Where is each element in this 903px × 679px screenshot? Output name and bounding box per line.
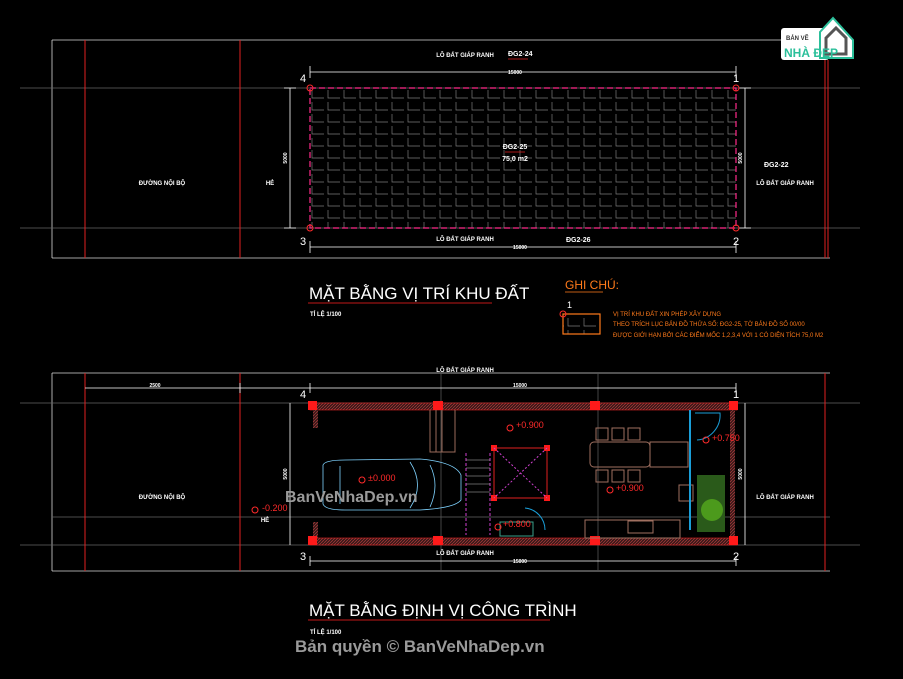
corner-1: 1	[733, 73, 739, 85]
dim-length-top: 15000	[508, 70, 522, 76]
walls	[308, 401, 738, 546]
alley-label-2: HẺ	[261, 517, 269, 524]
bottom-lot-id: ĐG2-26	[566, 237, 591, 244]
car	[322, 458, 462, 511]
corner-2: 2	[733, 236, 739, 248]
notes: GHI CHÚ: 1 VỊ TRÍ KHU ĐẤT XIN PHÉP XÂY D…	[559, 277, 824, 339]
note-line-1: VỊ TRÍ KHU ĐẤT XIN PHÉP XÂY DỰNG	[613, 311, 721, 318]
logo-line2: NHÀ ĐẸP	[784, 45, 838, 60]
legend-box	[562, 313, 601, 335]
notes-marker: 1	[567, 300, 572, 310]
note-line-3: ĐƯỢC GIỚI HẠN BỞI CÁC ĐIỂM MỐC 1,2,3,4 V…	[613, 331, 824, 339]
level-markers	[251, 424, 710, 531]
layout-plan: 2500 15000 15000 5000 5000	[20, 366, 860, 636]
dim-length-top-2: 15000	[513, 383, 527, 389]
logo-line1: BẢN VẼ	[786, 35, 809, 42]
level-garage: ±0.000	[368, 473, 395, 483]
site-plan-title: MẶT BẰNG VỊ TRÍ KHU ĐẤT	[309, 284, 529, 303]
top-lot-id: ĐG2-24	[508, 51, 533, 58]
level-dining: +0.900	[616, 483, 644, 493]
dim-width-right: 5000	[738, 152, 744, 163]
dim-width-left: 5000	[283, 152, 289, 163]
alley-label: HẺ	[266, 180, 274, 187]
dim-width-left-2: 5000	[283, 468, 289, 479]
bottom-neighbor-label: LÔ ĐẤT GIÁP RANH	[436, 235, 494, 243]
dim-length-bottom: 15000	[513, 245, 527, 251]
watermark-center: BanVeNhaDep.vn	[285, 489, 417, 506]
corner-markers	[306, 84, 740, 232]
lot-id: ĐG2-25	[503, 144, 528, 151]
dimension-lines	[284, 66, 751, 253]
corner-3: 3	[300, 236, 306, 248]
logo: BẢN VẼ NHÀ ĐẸP	[781, 16, 854, 60]
tree-icon	[701, 499, 723, 521]
corner-4-b: 4	[300, 389, 306, 401]
right-neighbor-label-2: LÔ ĐẤT GIÁP RANH	[756, 493, 814, 501]
dimension-lines-2	[85, 383, 746, 566]
dim-setback: 2500	[149, 383, 160, 389]
corner-2-b: 2	[733, 551, 739, 563]
lot-hatch	[310, 88, 736, 228]
road-boundaries	[84, 40, 829, 258]
dim-width-right-2: 5000	[738, 468, 744, 479]
road-label-2: ĐƯỜNG NỘI BỘ	[139, 493, 186, 501]
site-plan-scale: TỈ LỆ 1/100	[310, 310, 342, 318]
dim-length-bottom-2: 15000	[513, 559, 527, 565]
road-label: ĐƯỜNG NỘI BỘ	[139, 179, 186, 187]
lot-area: 75,0 m2	[502, 156, 528, 163]
top-neighbor-label-2: LÔ ĐẤT GIÁP RANH	[436, 366, 494, 374]
right-lot-id: ĐG2-22	[764, 162, 789, 169]
layout-plan-scale: TỈ LỆ 1/100	[310, 628, 342, 636]
corner-4: 4	[300, 73, 306, 85]
bottom-neighbor-label-2: LÔ ĐẤT GIÁP RANH	[436, 549, 494, 557]
site-plan: 15000 15000 5000 5000 4 1 3 2 LÔ ĐẤT GIÁ…	[20, 39, 860, 318]
right-neighbor-label: LÔ ĐẤT GIÁP RANH	[756, 179, 814, 187]
level-living: +0.900	[516, 420, 544, 430]
lot-boundary	[309, 87, 737, 229]
top-neighbor-label: LÔ ĐẤT GIÁP RANH	[436, 51, 494, 59]
corner-1-b: 1	[733, 389, 739, 401]
road-boundaries-2	[84, 373, 826, 571]
watermark-copyright: Bản quyền © BanVeNhaDep.vn	[295, 637, 545, 656]
note-line-2: THEO TRÍCH LỤC BẢN ĐỒ THỬA SỐ: ĐG2-25, T…	[613, 321, 805, 328]
level-alley: -0.200	[262, 503, 288, 513]
dining-set	[584, 427, 694, 539]
stair-void	[429, 410, 548, 535]
notes-heading: GHI CHÚ:	[565, 277, 619, 292]
level-wc: +0.800	[503, 519, 531, 529]
wc-door	[524, 507, 546, 531]
layout-plan-title: MẶT BẰNG ĐỊNH VỊ CÔNG TRÌNH	[309, 601, 577, 620]
level-back: +0.750	[712, 433, 740, 443]
door-swing	[695, 412, 721, 441]
corner-3-b: 3	[300, 551, 306, 563]
